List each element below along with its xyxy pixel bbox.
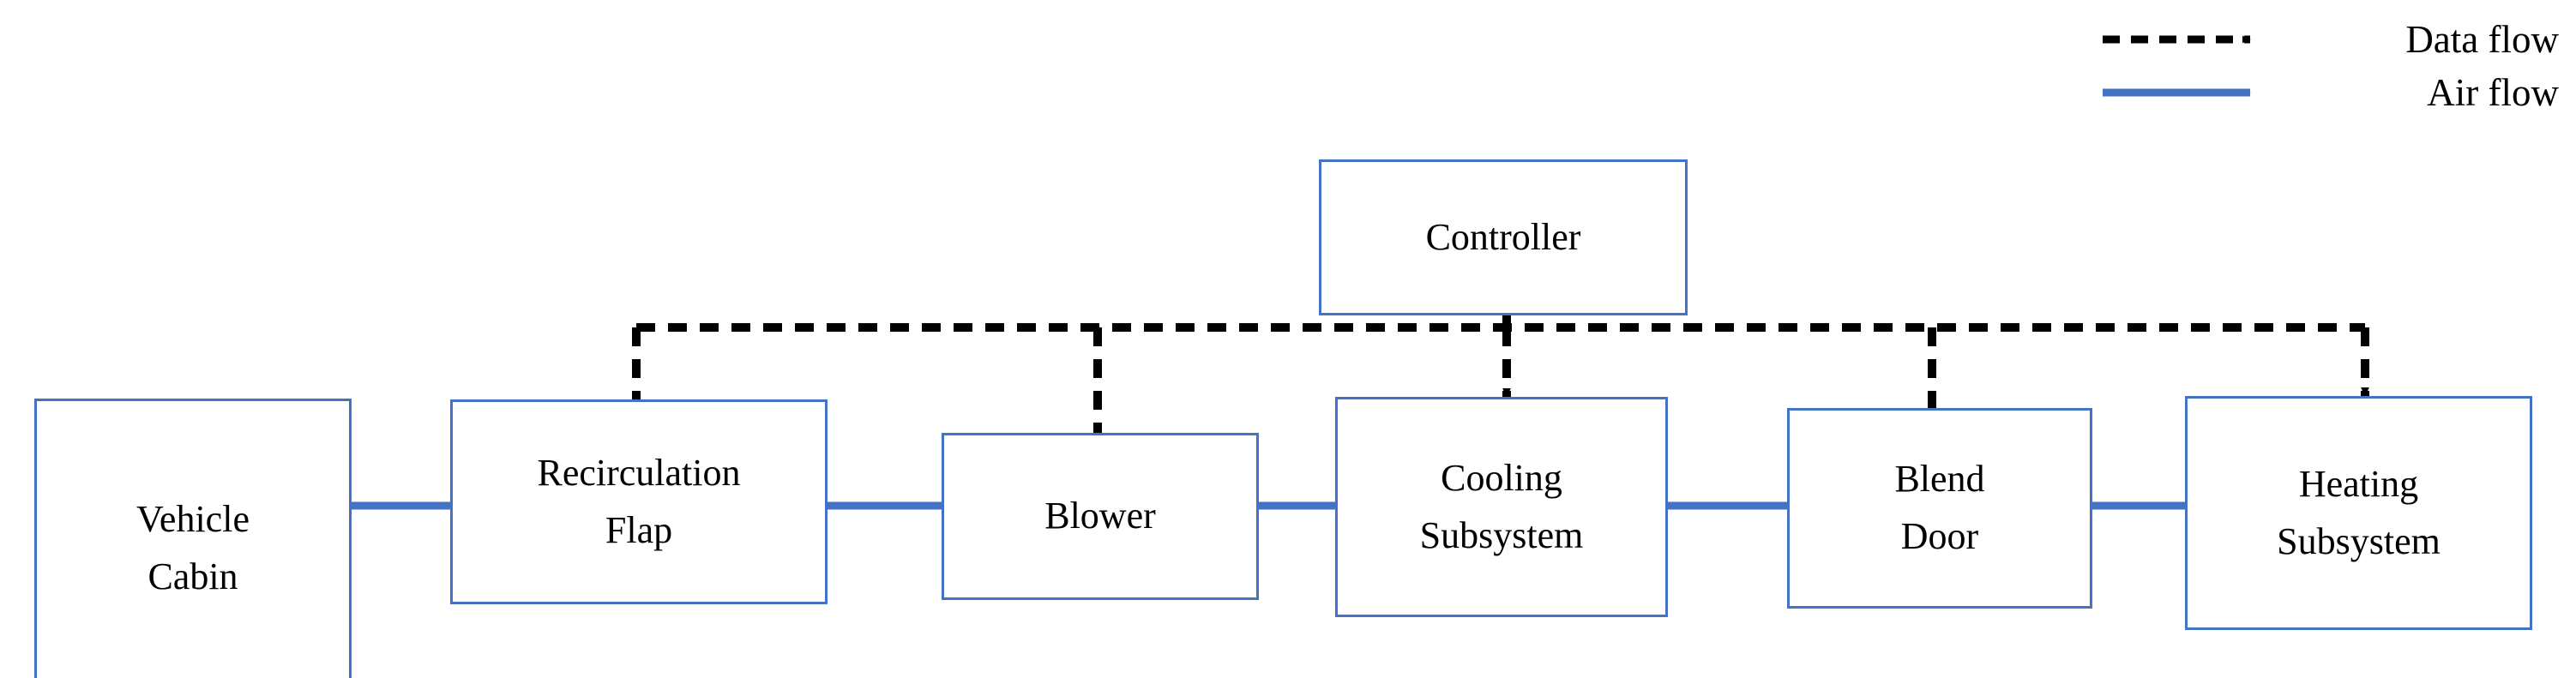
node-label-line: Vehicle	[136, 498, 250, 541]
node-label-line: Door	[1900, 515, 1979, 557]
legend-row-air-flow: Air flow	[2103, 69, 2566, 117]
node-label-line: Subsystem	[1419, 513, 1584, 556]
node-label-line: Cabin	[147, 555, 238, 597]
legend-label-data-flow: Data flow	[2405, 18, 2559, 61]
node-label-line: Blower	[1044, 495, 1156, 537]
node-label-line: Heating	[2298, 462, 2419, 505]
node-label-line: Recirculation	[537, 451, 741, 494]
node-blower[interactable]: Blower	[942, 433, 1259, 600]
node-label-line: Flap	[605, 508, 673, 551]
legend-label-air-flow: Air flow	[2427, 71, 2559, 114]
legend: Data flow Air flow	[2103, 12, 2566, 115]
data-flow-arrow-icon	[2103, 35, 2251, 44]
node-label-line: Cooling	[1441, 456, 1562, 499]
air-flow-arrow-icon	[2103, 88, 2251, 97]
legend-row-data-flow: Data flow	[2103, 15, 2566, 63]
node-controller[interactable]: Controller	[1319, 159, 1688, 315]
node-label-line: Blend	[1894, 458, 1985, 501]
node-label-line: Subsystem	[2277, 519, 2441, 562]
node-label-line: Controller	[1425, 215, 1581, 258]
